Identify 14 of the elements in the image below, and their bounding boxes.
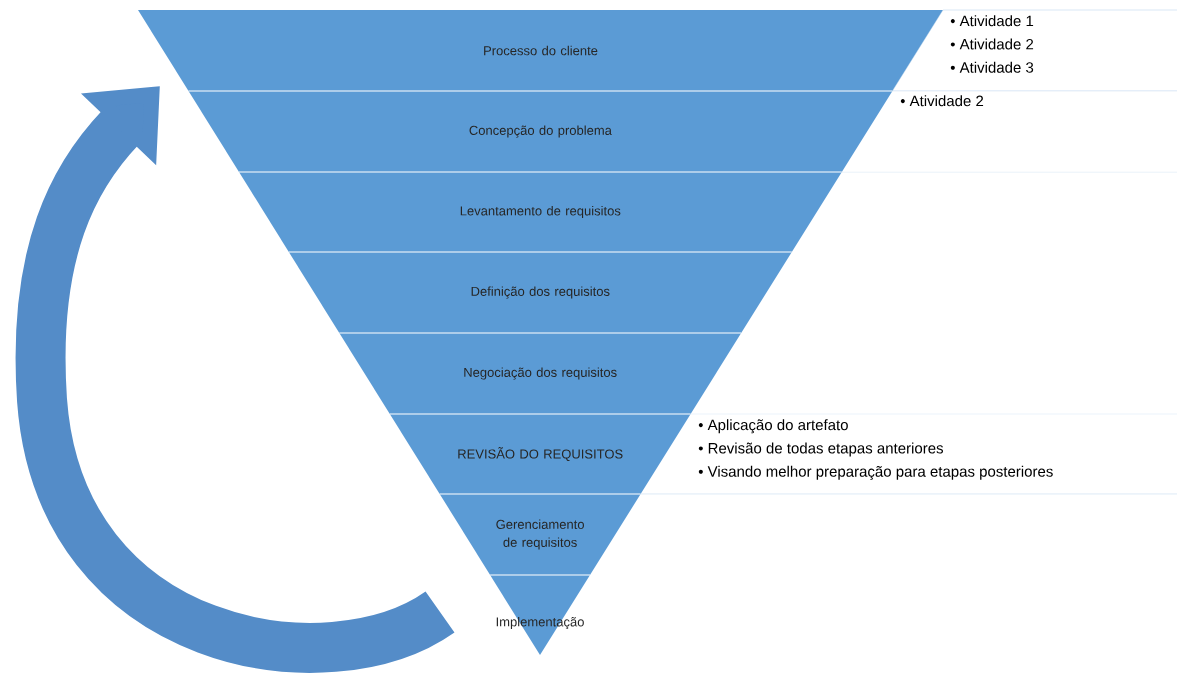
funnel-band: Negociação dos requisitos bbox=[338, 332, 742, 414]
node-label: Concepção do problema bbox=[469, 125, 612, 138]
node-label: Levantamento de requisitos bbox=[460, 205, 621, 219]
text-row: • Aplicação do artefato • Revisão de todas etapas anteriores • Visando melhor preparação para etapas posteriores bbox=[640, 413, 1177, 495]
funnel-band: Definição dos requisitos bbox=[288, 251, 793, 333]
node-label: Definição dos requisitos bbox=[471, 286, 610, 299]
node-label: Negociação dos requisitos bbox=[464, 367, 617, 380]
node-label: Processo do cliente bbox=[484, 45, 598, 56]
funnel-band: Processo do cliente bbox=[138, 10, 943, 91]
funnel-band: Concepção do problema bbox=[188, 90, 893, 172]
funnel-band: Levantamento de requisitos bbox=[238, 171, 843, 252]
node-label: REVISÃO DO REQUISITOS bbox=[458, 447, 623, 461]
text-row: • Atividade 1 • Atividade 2 • Atividade 3 bbox=[892, 9, 1177, 92]
funnel-band: REVISÃO DO REQUISITOS bbox=[389, 413, 692, 494]
